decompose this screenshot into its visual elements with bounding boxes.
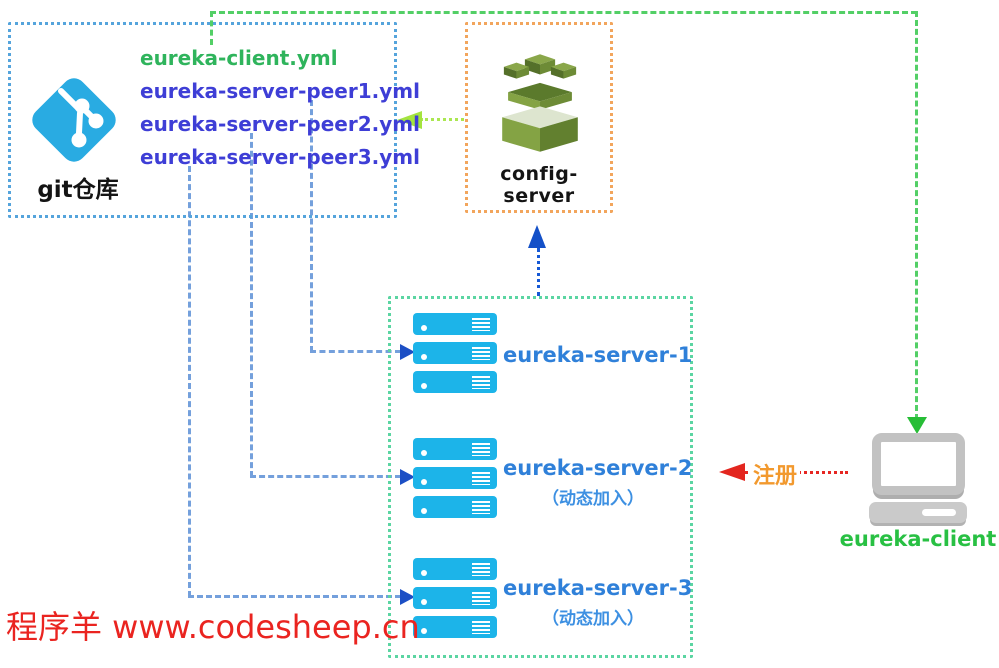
- server-icon: [413, 438, 497, 460]
- yml-file-peer1: eureka-server-peer1.yml: [140, 79, 420, 103]
- server-icon: [413, 313, 497, 335]
- server-icon: [413, 342, 497, 364]
- peer1-connector-vertical: [310, 100, 313, 352]
- git-icon: [24, 70, 124, 170]
- yml-file-eureka-client: eureka-client.yml: [140, 46, 338, 70]
- server-slots-icon: [472, 592, 490, 605]
- server-icon: [413, 587, 497, 609]
- server-slots-icon: [472, 376, 490, 389]
- server-1-label: eureka-server-1: [503, 343, 693, 367]
- yml-file-peer3: eureka-server-peer3.yml: [140, 145, 420, 169]
- green-path-start-segment: [210, 11, 213, 45]
- watermark: 程序羊 www.codesheep.cn: [6, 608, 420, 646]
- green-arrowhead-down-icon: [907, 417, 927, 434]
- eureka-client-label: eureka-client: [839, 527, 997, 551]
- server-cluster-2: [413, 438, 497, 525]
- red-arrowhead-left-icon: [719, 463, 745, 481]
- server-slots-icon: [472, 347, 490, 360]
- yellow-green-arrowhead-left-icon: [397, 111, 422, 129]
- server-icon: [413, 371, 497, 393]
- peer1-connector-horizontal: [310, 350, 401, 353]
- server-cluster-3: [413, 558, 497, 645]
- server-icon: [413, 467, 497, 489]
- server-2-note: （动态加入）: [542, 489, 644, 509]
- green-path-top-segment: [210, 11, 917, 14]
- config-server-box: [465, 22, 613, 213]
- server-3-label: eureka-server-3: [503, 576, 693, 600]
- server-icon: [413, 558, 497, 580]
- server-cluster-1: [413, 313, 497, 400]
- server-slots-icon: [472, 501, 490, 514]
- computer-icon: [872, 433, 965, 495]
- eureka-servers-box: [388, 296, 693, 658]
- git-repo-box: [8, 22, 397, 218]
- peer3-connector-vertical: [188, 166, 191, 597]
- peer2-connector-horizontal: [250, 475, 401, 478]
- computer-base-icon: [869, 502, 967, 523]
- server-slots-icon: [472, 443, 490, 456]
- config-server-label: config-server: [500, 163, 578, 207]
- peer3-connector-horizontal: [188, 595, 401, 598]
- server-icon: [413, 616, 497, 638]
- server-3-note: （动态加入）: [542, 609, 644, 629]
- server-slots-icon: [472, 621, 490, 634]
- git-repo-label: git仓库: [37, 177, 119, 203]
- server-2-label: eureka-server-2: [503, 456, 693, 480]
- config-server-icon: [498, 52, 582, 154]
- blue-arrowhead-right-icon: [400, 344, 415, 360]
- server-slots-icon: [472, 318, 490, 331]
- blue-arrowhead-right-icon: [400, 589, 415, 605]
- peer2-connector-vertical: [250, 133, 253, 477]
- servers-to-config-line: [537, 248, 540, 296]
- register-label: 注册: [750, 458, 801, 490]
- server-slots-icon: [472, 472, 490, 485]
- blue-arrowhead-up-icon: [528, 225, 546, 248]
- green-path-right-segment: [915, 11, 918, 420]
- server-icon: [413, 496, 497, 518]
- yml-file-peer2: eureka-server-peer2.yml: [140, 112, 420, 136]
- server-slots-icon: [472, 563, 490, 576]
- blue-arrowhead-right-icon: [400, 469, 415, 485]
- config-to-git-line: [420, 118, 464, 121]
